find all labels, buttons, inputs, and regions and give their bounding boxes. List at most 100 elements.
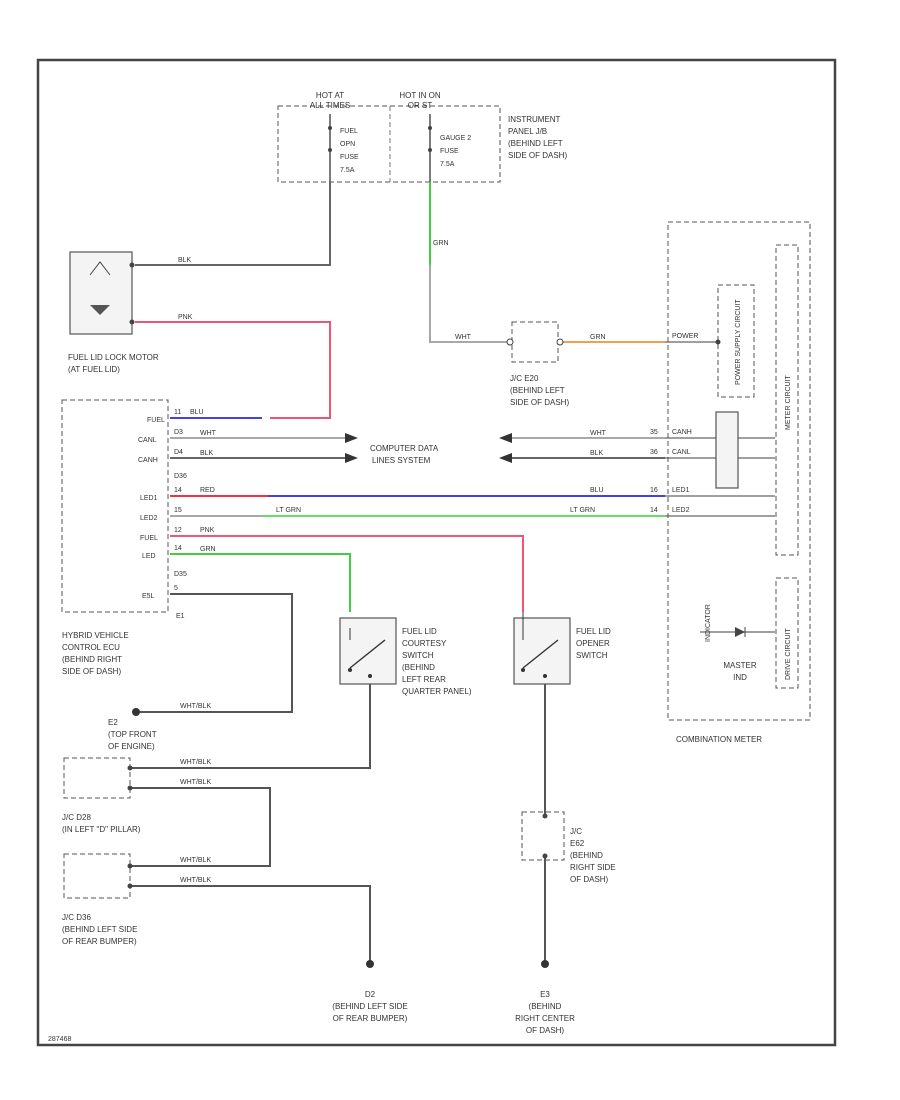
jc-d36-3: OF REAR BUMPER) [62, 937, 137, 946]
jc-e62-4: RIGHT SIDE [570, 863, 616, 872]
ground-e2-3: OF ENGINE) [108, 742, 155, 751]
fuse-left-1: FUEL [340, 128, 358, 135]
diagram-frame [36, 58, 837, 1047]
courtesy-label-5: LEFT REAR [402, 675, 446, 684]
meter-num-1: 35 [650, 429, 658, 436]
ecu-pin-e5l: E5L [142, 593, 155, 600]
hot-left-1: HOT AT [316, 91, 344, 100]
ecu-pin-led2: LED2 [140, 515, 158, 522]
wire-wht-gauge [429, 265, 510, 343]
jc-d28-2: (IN LEFT "D" PILLAR) [62, 825, 141, 834]
meter-pin-canh: CANH [672, 429, 692, 436]
ecu-label-4: SIDE OF DASH) [62, 667, 121, 676]
wire-e5l-ground [138, 593, 293, 713]
courtesy-label-4: (BEHIND [402, 663, 435, 672]
jc-e62-3: (BEHIND [570, 851, 603, 860]
panel-label-3: (BEHIND LEFT [508, 139, 563, 148]
hybrid-vehicle-ecu: FUEL CANL CANH LED1 LED2 FUEL LED E5L 11… [61, 399, 187, 676]
panel-label-1: INSTRUMENT [508, 115, 561, 124]
courtesy-label-3: SWITCH [402, 651, 434, 660]
wire-blk-motor [135, 182, 331, 266]
fuel-lid-lock-motor: FUEL LID LOCK MOTOR (AT FUEL LID) [68, 251, 159, 374]
meter-pin-led2: LED2 [672, 507, 690, 514]
wire-grn-courtesy [170, 553, 351, 612]
opener-label-1: FUEL LID [576, 627, 611, 636]
ecu-e1-label: E1 [176, 613, 185, 620]
computer-data-2: LINES SYSTEM [372, 456, 431, 465]
ecu-pin-led1: LED1 [140, 495, 158, 502]
wire-label-blk: BLK [178, 257, 192, 264]
fuse-right-3: 7.5A [440, 161, 455, 168]
ground-d2-3: OF REAR BUMPER) [333, 1014, 408, 1023]
wire-label-wht-3: WHT [590, 430, 607, 437]
computer-data-1: COMPUTER DATA [370, 444, 439, 453]
jc-e62-1: J/C [570, 827, 582, 836]
wire-label-pnk-1: PNK [178, 314, 193, 321]
wire-courtesy-d28 [132, 684, 371, 769]
courtesy-label-2: COURTESY [402, 639, 447, 648]
wire-label-ltgrn-2: LT GRN [570, 507, 595, 514]
ground-e3-4: OF DASH) [526, 1026, 565, 1035]
ecu-label-1: HYBRID VEHICLE [62, 631, 129, 640]
ground-e3-3: RIGHT CENTER [515, 1014, 575, 1023]
opener-label-3: SWITCH [576, 651, 608, 660]
wire-label-grn-2: GRN [200, 546, 216, 553]
jc-e62: J/C E62 (BEHIND RIGHT SIDE OF DASH) [521, 811, 616, 884]
motor-label-2: (AT FUEL LID) [68, 365, 120, 374]
panel-label-2: PANEL J/B [508, 127, 547, 136]
ground-e3-2: (BEHIND [529, 1002, 562, 1011]
combination-meter-label: COMBINATION METER [676, 735, 762, 744]
combination-meter: POWER SUPPLY CIRCUIT METER CIRCUIT DRIVE… [650, 221, 811, 744]
fuel-lid-courtesy-switch: FUEL LID COURTESY SWITCH (BEHIND LEFT RE… [339, 617, 472, 696]
meter-num-4: 14 [650, 507, 658, 514]
fuse-left-3: FUSE [340, 154, 359, 161]
ecu-num-10: 5 [174, 585, 178, 592]
jc-d36-1: J/C D36 [62, 913, 91, 922]
wire-label-whtblk-4: WHT/BLK [180, 857, 211, 864]
jc-d28-1: J/C D28 [62, 813, 91, 822]
jc-e20-label-1: J/C E20 [510, 374, 539, 383]
wire-label-wht-1: WHT [455, 334, 472, 341]
ground-e2-2: (TOP FRONT [108, 730, 157, 739]
ecu-num-9: D35 [174, 571, 187, 578]
jc-e20-label-2: (BEHIND LEFT [510, 386, 565, 395]
ecu-num-3: D4 [174, 449, 183, 456]
instrument-panel-jb: HOT AT ALL TIMES HOT IN ON OR ST FUEL OP… [277, 91, 567, 183]
ecu-pin-fuel2: FUEL [140, 535, 158, 542]
meter-pin-led1: LED1 [672, 487, 690, 494]
master-ind-1: MASTER [723, 661, 757, 670]
courtesy-label-6: QUARTER PANEL) [402, 687, 472, 696]
ecu-num-6: 15 [174, 507, 182, 514]
wire-label-wht-2: WHT [200, 430, 217, 437]
courtesy-label-1: FUEL LID [402, 627, 437, 636]
ecu-num-2: D3 [174, 429, 183, 436]
ground-d2-2: (BEHIND LEFT SIDE [332, 1002, 407, 1011]
wire-d28-d36 [132, 787, 271, 867]
ground-e2: E2 (TOP FRONT OF ENGINE) [108, 708, 157, 751]
fuse-left-4: 7.5A [340, 167, 355, 174]
fuel-lid-opener-switch: FUEL LID OPENER SWITCH [513, 612, 611, 685]
jc-d36: J/C D36 (BEHIND LEFT SIDE OF REAR BUMPER… [62, 853, 137, 946]
meter-num-2: 36 [650, 449, 658, 456]
fuse-left-2: OPN [340, 141, 355, 148]
motor-label-1: FUEL LID LOCK MOTOR [68, 353, 159, 362]
ground-e3-1: E3 [540, 990, 550, 999]
hot-right-2: OR ST [408, 101, 433, 110]
master-ind-2: IND [733, 673, 747, 682]
jc-d36-2: (BEHIND LEFT SIDE [62, 925, 137, 934]
wire-label-blk-2: BLK [200, 450, 214, 457]
jc-e20: J/C E20 (BEHIND LEFT SIDE OF DASH) [506, 321, 569, 407]
wire-label-grn-1: GRN [433, 240, 449, 247]
drive-circuit-label: DRIVE CIRCUIT [785, 628, 792, 680]
ecu-label-2: CONTROL ECU [62, 643, 120, 652]
jc-e62-5: OF DASH) [570, 875, 609, 884]
ecu-pin-canl: CANL [138, 437, 157, 444]
meter-circuit-label: METER CIRCUIT [785, 374, 792, 430]
wire-label-ltgrn-1: LT GRN [276, 507, 301, 514]
hot-right-1: HOT IN ON [399, 91, 440, 100]
ground-d2: D2 (BEHIND LEFT SIDE OF REAR BUMPER) [332, 960, 408, 1023]
fuse-right-1: GAUGE 2 [440, 135, 471, 142]
power-supply-label: POWER SUPPLY CIRCUIT [735, 299, 742, 385]
hot-left-2: ALL TIMES [310, 101, 350, 110]
